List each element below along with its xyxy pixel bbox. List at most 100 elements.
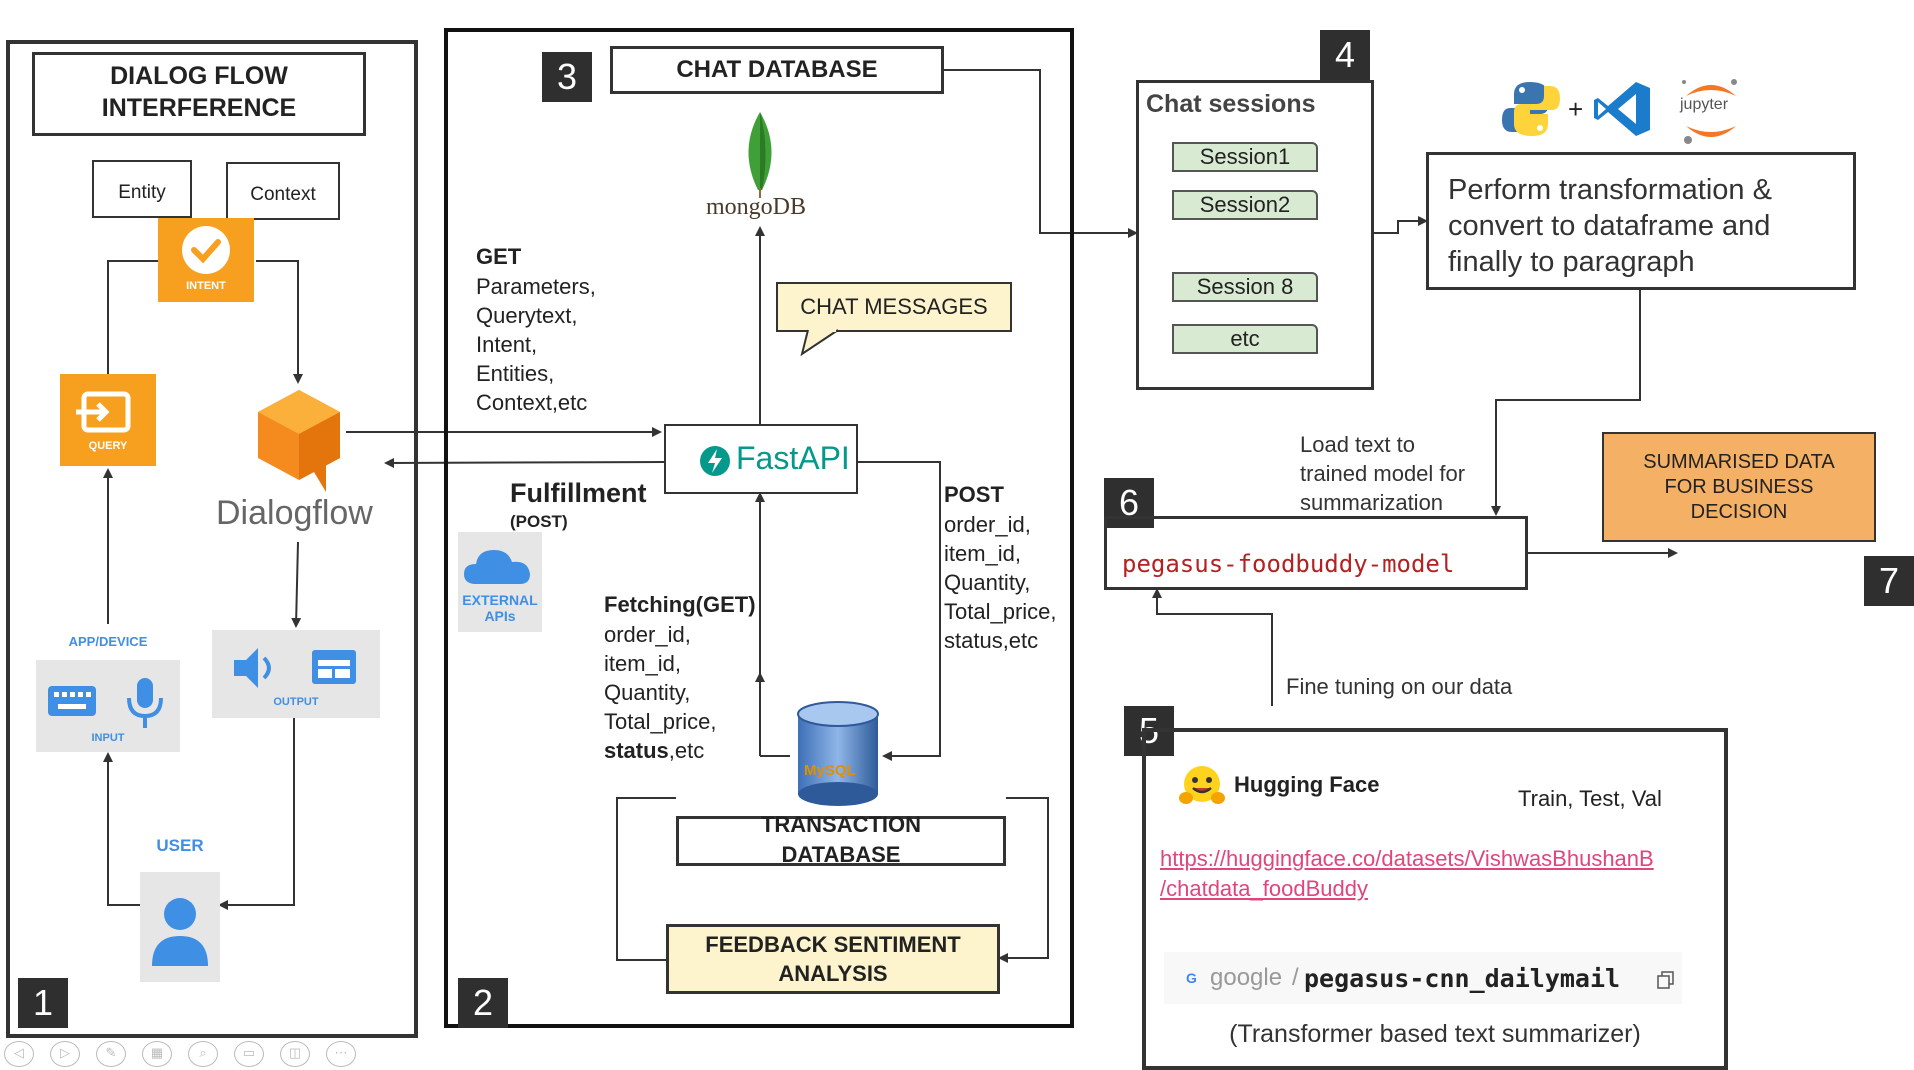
dialogflow-logo-icon (258, 390, 340, 492)
get-param-item: Querytext, (476, 303, 578, 328)
nav-pen-button[interactable]: ✎ (96, 1041, 126, 1067)
panel-number-7: 7 (1864, 556, 1914, 606)
user-avatar-icon (152, 898, 208, 966)
output-node: OUTPUT (212, 630, 380, 718)
mongodb-leaf-icon (748, 112, 772, 198)
user-node (140, 872, 220, 982)
get-param-item: Entities, (476, 361, 555, 386)
query-node: QUERY (60, 374, 156, 466)
transaction-db-line2: DATABASE (781, 842, 901, 867)
hf-to-model-line (1152, 588, 1273, 706)
post-item: Quantity, (944, 570, 1031, 595)
transform-text: Perform transformation & convert to data… (1448, 172, 1772, 280)
entity-label: Entity (118, 182, 166, 203)
nav-zoom-button[interactable]: ⌕ (188, 1041, 218, 1067)
google-label: google (1210, 964, 1283, 991)
fetching-title: Fetching(GET) (604, 592, 756, 617)
mysql-label: MySQL (804, 762, 856, 779)
user-label: USER (156, 836, 204, 855)
display-icon (312, 650, 356, 684)
panel-number-3: 3 (542, 52, 592, 102)
load-text-line: trained model for (1300, 461, 1466, 486)
fastapi-to-dialogflow-line (384, 457, 665, 468)
summary-box (1602, 432, 1876, 542)
dataset-split-label: Train, Test, Val (1518, 786, 1662, 811)
fastapi-node: FastAPI (664, 424, 858, 494)
chatdb-to-sessions-line (944, 69, 1138, 238)
fetching-item: Quantity, (604, 680, 691, 705)
context-box (226, 162, 340, 220)
intent-node: INTENT (158, 218, 254, 302)
summary-line: SUMMARISED DATA (1643, 451, 1835, 473)
load-text-line: Load text to (1300, 432, 1415, 457)
input-node: INPUT (36, 660, 180, 752)
pegasus-cnn-label: pegasus-cnn_dailymail (1304, 964, 1621, 993)
chat-sessions-title: Chat sessions (1146, 90, 1316, 118)
session-item: etc (1172, 324, 1318, 354)
transaction-db-line1: TRANSACTION (760, 812, 922, 837)
load-text-label: Load text to trained model for summariza… (1300, 430, 1465, 517)
session-item: Session2 (1172, 190, 1318, 220)
nav-prev-button[interactable]: ◁ (4, 1041, 34, 1067)
external-apis-node: EXTERNAL APIs (458, 532, 542, 632)
get-params-list: Parameters, Querytext, Intent, Entities,… (476, 272, 596, 417)
dataset-link-line1[interactable]: https://huggingface.co/datasets/VishwasB… (1160, 846, 1654, 871)
fetching-item: item_id, (604, 651, 682, 676)
nav-slides-button[interactable]: ▦ (142, 1041, 172, 1067)
transform-line: Perform transformation & (1448, 174, 1772, 206)
transaction-db-box (676, 816, 1006, 866)
copy-icon[interactable] (1656, 970, 1676, 990)
session-item: Session 8 (1172, 272, 1318, 302)
nav-next-button[interactable]: ▷ (50, 1041, 80, 1067)
mysql-cylinder-icon (797, 701, 879, 806)
post-item: item_id, (944, 541, 1022, 566)
get-param-item: Parameters, (476, 274, 596, 299)
external-apis-label-2: APIs (484, 608, 516, 624)
chat-messages-label: CHAT MESSAGES (800, 294, 988, 319)
panel-fastapi (444, 28, 1074, 1028)
model-name: pegasus-foodbuddy-model (1122, 550, 1455, 578)
context-label: Context (250, 184, 316, 205)
microphone-icon (127, 678, 163, 728)
chat-database-title: CHAT DATABASE (676, 56, 878, 83)
post-item: Total_price, (944, 599, 1057, 624)
chat-messages-tail (800, 328, 839, 357)
hugging-face-label: Hugging Face (1234, 772, 1380, 797)
query-icon (76, 391, 131, 433)
fine-tuning-label: Fine tuning on our data (1286, 674, 1513, 699)
transaction-to-feedback-left-line (616, 797, 676, 961)
load-text-line: summarization (1300, 490, 1444, 515)
dialogflow-title-box (32, 52, 366, 136)
chat-sessions-panel (1136, 80, 1374, 390)
plus-sign: + (1568, 94, 1584, 124)
transform-line: convert to dataframe and (1448, 210, 1771, 242)
dataset-link-line2[interactable]: /chatdata_foodBuddy (1160, 876, 1368, 901)
intent-to-dialogflow-line (256, 260, 303, 384)
dialogflow-logo-text: Dialogflow (216, 494, 373, 532)
speaker-icon (234, 648, 271, 688)
fetching-status-bold: status (604, 738, 669, 763)
input-label: INPUT (91, 732, 125, 744)
fetching-item: order_id, (604, 622, 691, 647)
fetching-list: order_id, item_id, Quantity, Total_price… (604, 620, 717, 765)
transform-line: finally to paragraph (1448, 246, 1695, 278)
get-param-item: Context,etc (476, 390, 588, 415)
intent-label: INTENT (186, 280, 226, 292)
dialogflow-title-line1: DIALOG FLOW (110, 62, 288, 90)
model-box (1104, 516, 1528, 590)
fastapi-logo-icon (700, 446, 730, 476)
jupyter-logo-icon (1682, 79, 1737, 144)
fetching-etc: ,etc (668, 738, 705, 763)
nav-more-button[interactable]: ⋯ (326, 1041, 356, 1067)
panel-number-6: 6 (1104, 478, 1154, 528)
app-device-label: APP/DEVICE (68, 634, 148, 649)
panel-number-2: 2 (458, 978, 508, 1028)
google-g-icon: G (1186, 970, 1197, 986)
nav-subtitle-button[interactable]: ▭ (234, 1041, 264, 1067)
panel-number-4: 4 (1320, 30, 1370, 80)
summary-line: DECISION (1690, 501, 1788, 523)
summary-line: FOR BUSINESS (1664, 476, 1814, 498)
nav-camera-button[interactable]: ◫ (280, 1041, 310, 1067)
hugging-face-icon (1179, 766, 1225, 804)
